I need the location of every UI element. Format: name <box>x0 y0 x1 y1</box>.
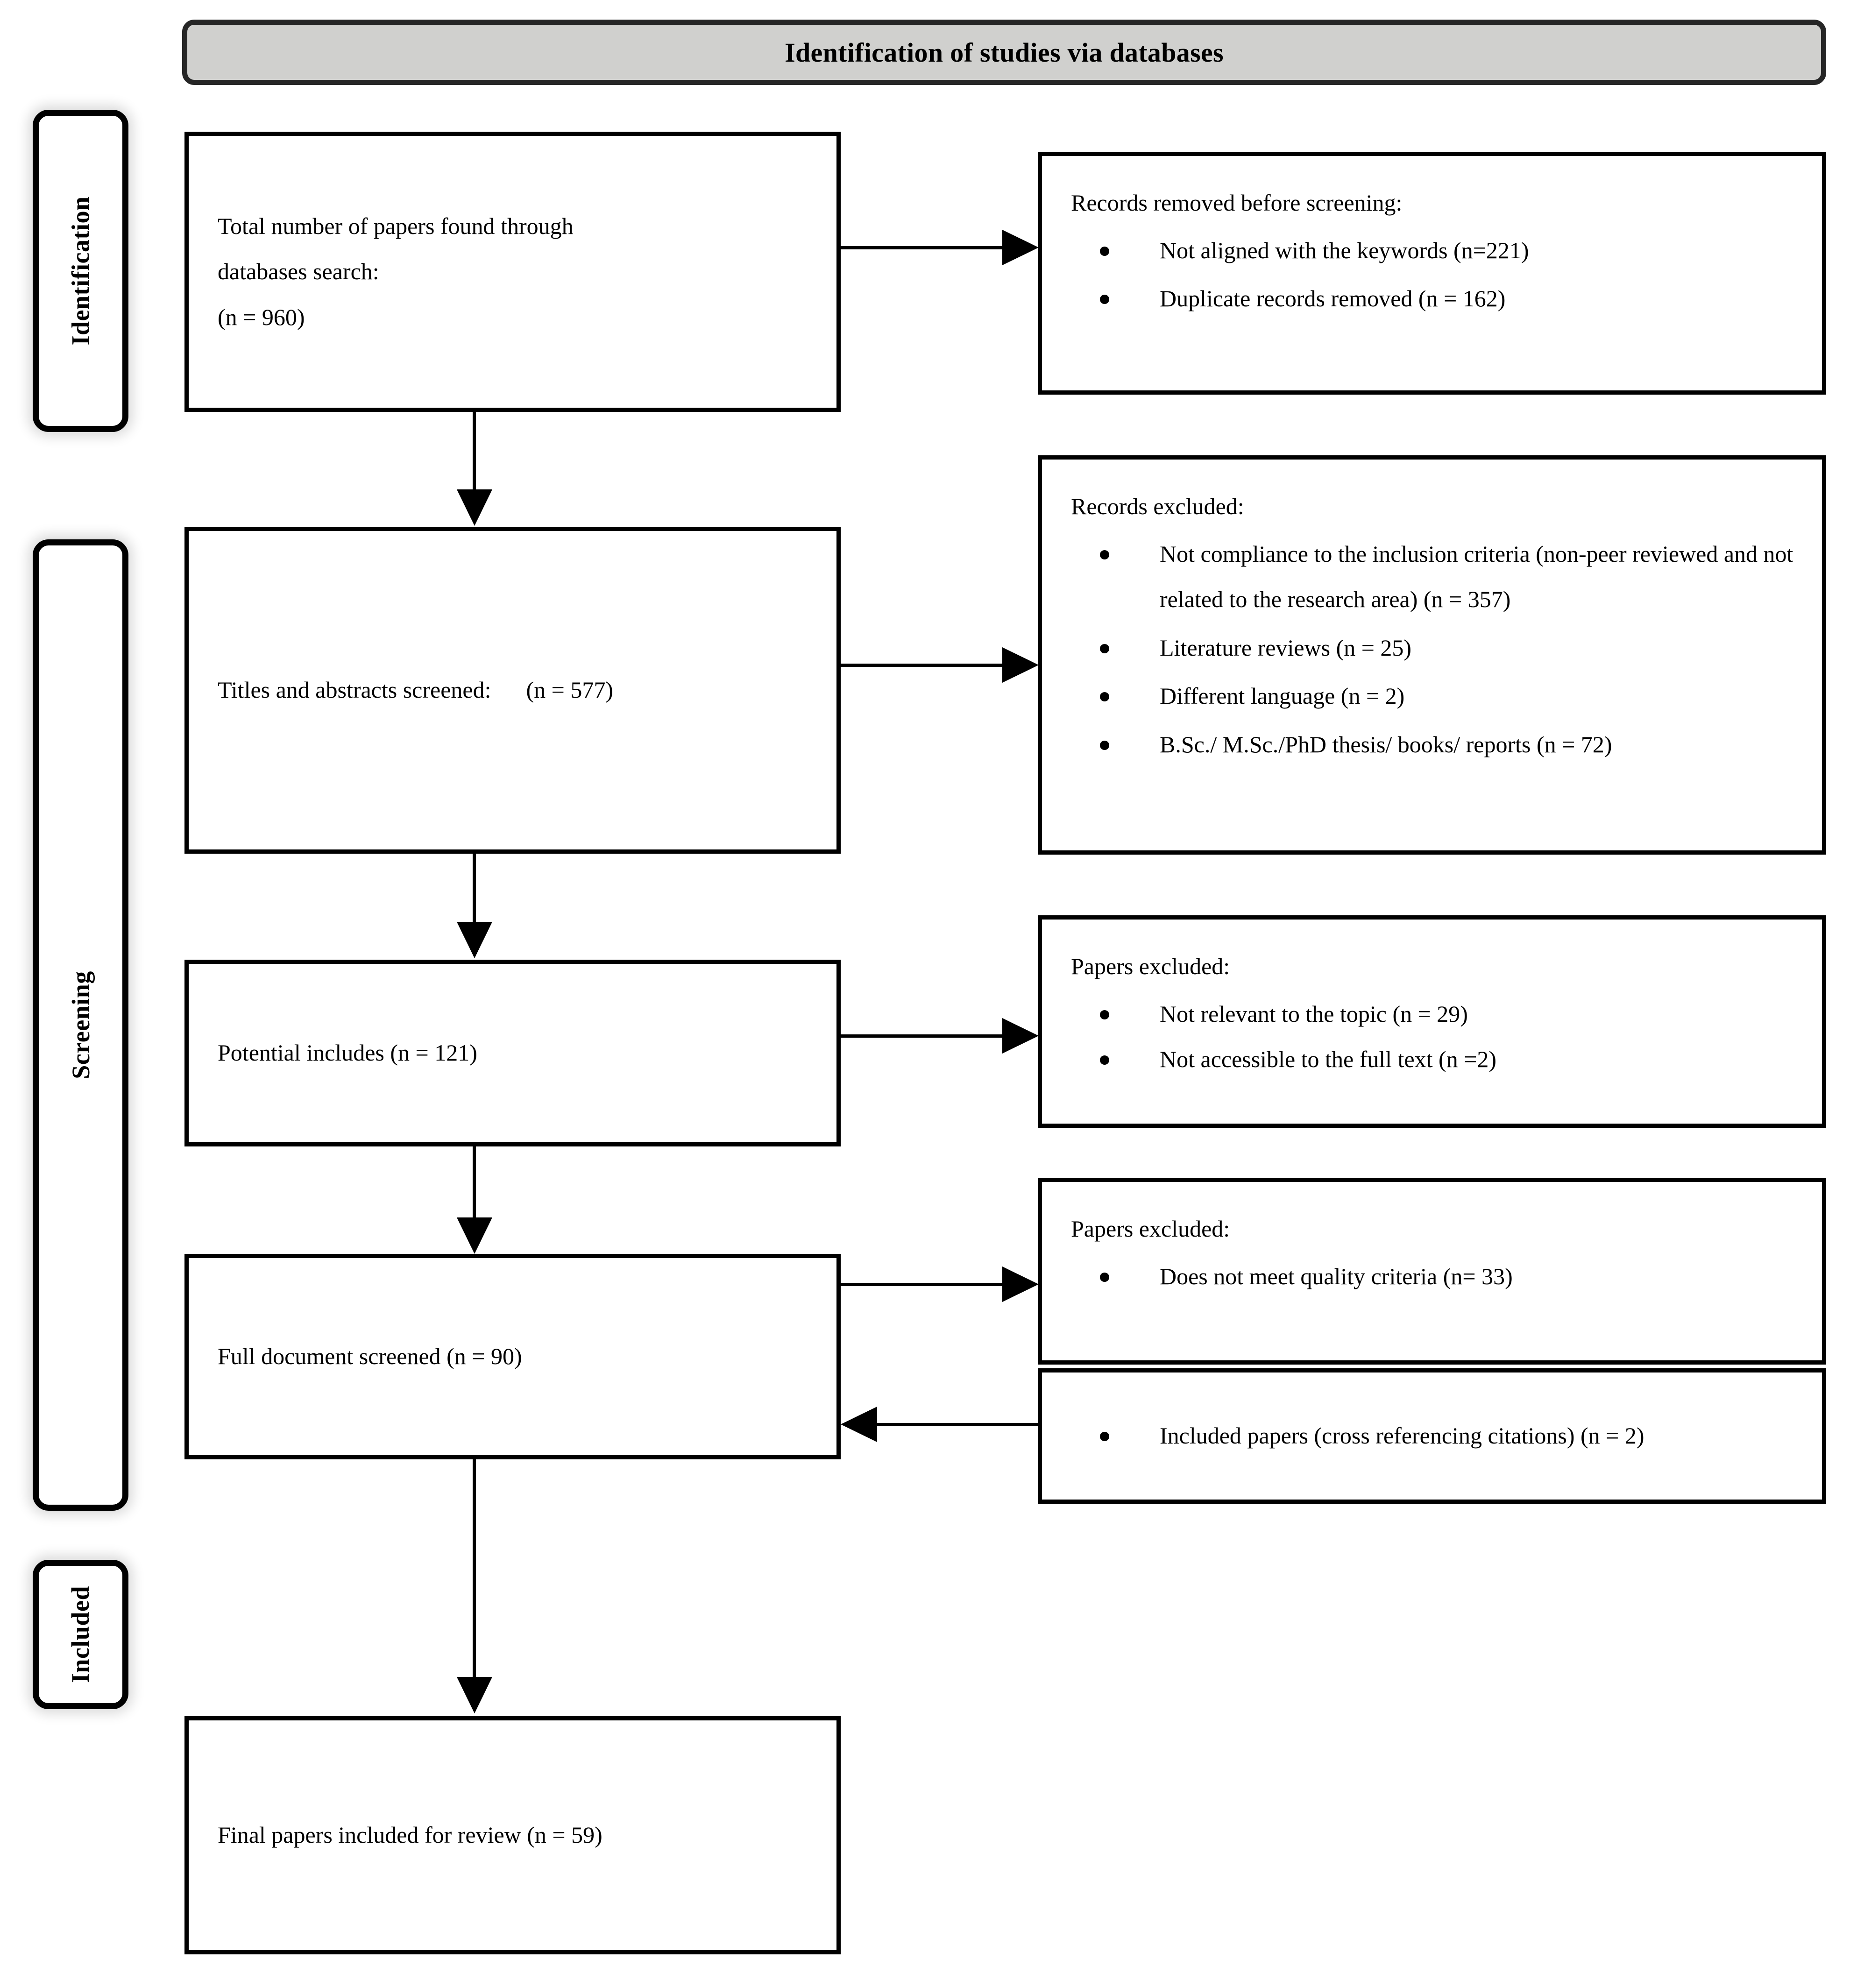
list-item: Not aligned with the keywords (n=221) <box>1071 228 1800 274</box>
stage-label-screening-text: Screening <box>66 971 95 1079</box>
cross-referencing-list: Included papers (cross referencing citat… <box>1071 1413 1800 1459</box>
list-item-text: Not relevant to the topic (n = 29) <box>1160 1000 1468 1027</box>
list-item-text: Not accessible to the full text (n =2) <box>1160 1046 1497 1072</box>
stage-label-identification-text: Identification <box>66 196 95 346</box>
papers-excluded-2-list: Does not meet quality criteria (n= 33) <box>1071 1254 1800 1300</box>
connector-identified-to-removed <box>841 246 1004 249</box>
list-item: Not accessible to the full text (n =2) <box>1071 1037 1800 1082</box>
list-item: Included papers (cross referencing citat… <box>1071 1413 1800 1459</box>
papers-excluded-1-heading: Papers excluded: <box>1071 953 1230 979</box>
stage-label-screening: Screening <box>33 539 128 1511</box>
connector-identified-to-titles <box>473 412 476 492</box>
arrow-head-identified-to-titles <box>457 489 492 526</box>
arrow-head-full-document-to-final <box>457 1677 492 1713</box>
full-document-screened-text: Full document screened (n = 90) <box>218 1343 522 1370</box>
papers-excluded-1-list: Not relevant to the topic (n = 29) Not a… <box>1071 991 1800 1082</box>
box-final-papers-included: Final papers included for review (n = 59… <box>184 1716 841 1954</box>
arrow-head-titles-to-excluded <box>1002 647 1039 683</box>
stage-label-included-text: Included <box>66 1585 95 1684</box>
records-removed-list: Not aligned with the keywords (n=221) Du… <box>1071 228 1800 325</box>
box-papers-excluded-eligibility: Papers excluded: Does not meet quality c… <box>1038 1178 1826 1365</box>
list-item-text: B.Sc./ M.Sc./PhD thesis/ books/ reports … <box>1160 731 1612 757</box>
connector-potential-to-full-document <box>473 1146 476 1220</box>
connector-full-document-to-final <box>473 1459 476 1680</box>
bullet-dot-icon <box>1100 295 1109 304</box>
box-papers-excluded-screening: Papers excluded: Not relevant to the top… <box>1038 915 1826 1128</box>
records-removed-heading: Records removed before screening: <box>1071 190 1403 216</box>
connector-titles-to-excluded <box>841 664 1004 667</box>
box-potential-includes: Potential includes (n = 121) <box>184 960 841 1146</box>
box-records-identified: Total number of papers found through dat… <box>184 132 841 412</box>
arrow-head-potential-to-full-document <box>457 1217 492 1254</box>
bullet-dot-icon <box>1100 1432 1109 1442</box>
bullet-dot-icon <box>1100 740 1109 750</box>
list-item-text: Does not meet quality criteria (n= 33) <box>1160 1263 1513 1289</box>
bullet-dot-icon <box>1100 246 1109 256</box>
arrow-head-potential-to-excluded <box>1002 1018 1039 1054</box>
box-titles-abstracts-screened: Titles and abstracts screened: (n = 577) <box>184 527 841 854</box>
list-item-text: Not compliance to the inclusion criteria… <box>1160 540 1793 613</box>
final-papers-included-text: Final papers included for review (n = 59… <box>218 1822 602 1848</box>
list-item-text: Duplicate records removed (n = 162) <box>1160 285 1506 311</box>
arrow-head-identified-to-removed <box>1002 230 1039 265</box>
list-item: Literature reviews (n = 25) <box>1071 625 1800 671</box>
diagram-title: Identification of studies via databases <box>785 37 1224 68</box>
stage-label-identification: Identification <box>33 110 128 432</box>
records-excluded-heading: Records excluded: <box>1071 493 1244 519</box>
connector-titles-to-potential <box>473 854 476 925</box>
bullet-dot-icon <box>1100 692 1109 701</box>
list-item-text: Different language (n = 2) <box>1160 683 1405 709</box>
records-identified-line-2: databases search: <box>218 258 379 285</box>
list-item-text: Not aligned with the keywords (n=221) <box>1160 237 1529 263</box>
box-records-excluded: Records excluded: Not compliance to the … <box>1038 455 1826 855</box>
list-item-text: Included papers (cross referencing citat… <box>1160 1422 1644 1449</box>
list-item: Not compliance to the inclusion criteria… <box>1071 531 1800 623</box>
bullet-dot-icon <box>1100 1055 1109 1065</box>
arrow-head-titles-to-potential <box>457 922 492 958</box>
papers-excluded-2-heading: Papers excluded: <box>1071 1216 1230 1242</box>
connector-cross-referencing-to-full-document <box>876 1423 1039 1426</box>
records-excluded-list: Not compliance to the inclusion criteria… <box>1071 531 1800 771</box>
bullet-dot-icon <box>1100 644 1109 653</box>
box-full-document-screened: Full document screened (n = 90) <box>184 1254 841 1459</box>
connector-potential-to-excluded <box>841 1034 1004 1038</box>
bullet-dot-icon <box>1100 1272 1109 1282</box>
arrow-head-cross-referencing-to-full-document <box>841 1407 877 1442</box>
box-records-removed-before-screening: Records removed before screening: Not al… <box>1038 152 1826 395</box>
list-item: Not relevant to the topic (n = 29) <box>1071 991 1800 1037</box>
list-item: Different language (n = 2) <box>1071 673 1800 719</box>
arrow-head-full-document-to-excluded <box>1002 1266 1039 1302</box>
box-cross-referencing-included: Included papers (cross referencing citat… <box>1038 1368 1826 1504</box>
diagram-header-banner: Identification of studies via databases <box>182 20 1826 85</box>
bullet-dot-icon <box>1100 1010 1109 1019</box>
titles-screened-text: Titles and abstracts screened: (n = 577) <box>218 677 613 703</box>
stage-label-included: Included <box>33 1560 128 1709</box>
potential-includes-text: Potential includes (n = 121) <box>218 1040 477 1066</box>
connector-full-document-to-excluded <box>841 1283 1004 1286</box>
bullet-dot-icon <box>1100 550 1109 559</box>
list-item: B.Sc./ M.Sc./PhD thesis/ books/ reports … <box>1071 722 1800 768</box>
records-identified-line-3: (n = 960) <box>218 304 305 330</box>
list-item: Does not meet quality criteria (n= 33) <box>1071 1254 1800 1300</box>
list-item: Duplicate records removed (n = 162) <box>1071 276 1800 322</box>
records-identified-line-1: Total number of papers found through <box>218 212 574 239</box>
list-item-text: Literature reviews (n = 25) <box>1160 634 1412 661</box>
